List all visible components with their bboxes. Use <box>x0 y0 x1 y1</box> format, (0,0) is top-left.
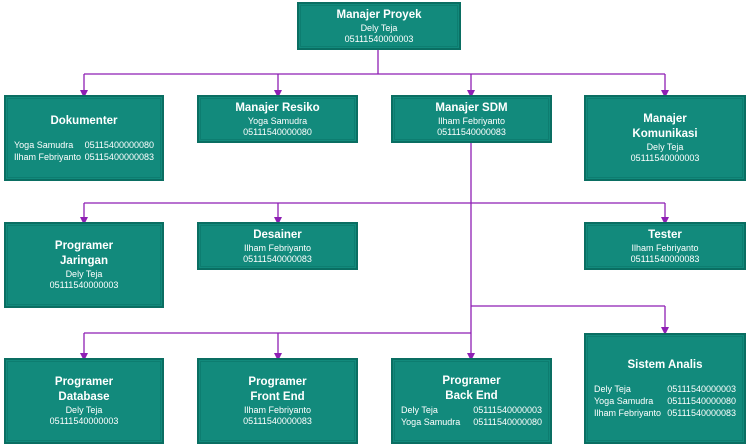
node-programer-jaringan: Programer Jaringan Dely Teja 05111540000… <box>4 222 164 308</box>
node-title: Manajer Resiko <box>235 101 320 114</box>
node-member-name: Ilham Febriyanto <box>243 242 312 253</box>
node-title-line1: Programer <box>54 240 114 252</box>
node-manajer-resiko: Manajer Resiko Yoga Samudra 051115400000… <box>197 95 358 143</box>
node-title: Dokumenter <box>50 114 118 127</box>
node-title: Desainer <box>253 228 302 241</box>
node-tester: Tester Ilham Febriyanto 05111540000083 <box>584 222 746 270</box>
node-manajer-sdm: Manajer SDM Ilham Febriyanto 05111540000… <box>391 95 552 143</box>
node-manajer-komunikasi: Manajer Komunikasi Dely Teja 05111540000… <box>584 95 746 181</box>
node-title-line2: Database <box>58 391 110 403</box>
node-member-name: Dely Teja <box>65 269 103 279</box>
node-programer-back-end: Programer Back End Dely Teja 05111540000… <box>391 358 552 444</box>
member-id: 05111540000003 <box>473 405 542 415</box>
member-id: 05115400000083 <box>84 151 154 162</box>
node-member-id: 05111540000003 <box>49 280 119 290</box>
node-manajer-proyek: Manajer Proyek Dely Teja 05111540000003 <box>297 2 461 50</box>
node-dokumenter: Dokumenter Yoga Samudra 05115400000080 I… <box>4 95 164 181</box>
node-title: Manajer Proyek <box>336 8 422 21</box>
node-title-line2: Komunikasi <box>632 128 698 140</box>
member-row: Dely Teja 05111540000003 <box>397 404 546 416</box>
node-member-name: Dely Teja <box>360 22 398 33</box>
member-id: 05111540000083 <box>667 408 736 418</box>
member-row: Yoga Samudra 05111540000080 <box>397 416 546 428</box>
node-member-id: 05111540000080 <box>243 126 312 137</box>
node-member-name: Ilham Febriyanto <box>437 115 506 126</box>
node-title-line1: Programer <box>54 376 114 388</box>
node-member-id: 05111540000083 <box>630 253 700 264</box>
node-title-line1: Manajer <box>643 113 687 125</box>
member-name: Yoga Samudra <box>594 396 654 406</box>
member-id: 05111540000080 <box>473 417 542 427</box>
node-title-line2: Back End <box>445 390 498 402</box>
node-desainer: Desainer Ilham Febriyanto 05111540000083 <box>197 222 358 270</box>
member-id: 05115400000080 <box>84 139 154 150</box>
node-title: Tester <box>648 228 682 241</box>
member-row: Yoga Samudra 05111540000080 <box>590 395 740 407</box>
member-name: Ilham Febriyanto <box>14 151 82 162</box>
member-id: 05111540000080 <box>667 396 736 406</box>
node-title: Sistem Analis <box>627 359 703 371</box>
member-id: 05111540000003 <box>667 384 736 394</box>
member-name: Yoga Samudra <box>401 417 461 427</box>
node-title: Manajer SDM <box>435 101 508 114</box>
node-title-line1: Programer <box>442 375 501 387</box>
node-member-name: Dely Teja <box>646 142 684 152</box>
node-member-id: 05111540000003 <box>630 153 700 163</box>
node-member-id: 05111540000003 <box>344 33 414 44</box>
member-row: Dely Teja 05111540000003 <box>590 383 740 395</box>
member-name: Dely Teja <box>401 405 438 415</box>
member-name: Ilham Febriyanto <box>594 408 662 418</box>
node-member-name: Yoga Samudra <box>247 115 308 126</box>
node-member-name: Ilham Febriyanto <box>631 242 699 253</box>
node-member-id: 05111540000083 <box>243 416 312 426</box>
member-row: Ilham Febriyanto 05115400000083 <box>10 151 158 163</box>
node-title-line2: Jaringan <box>60 255 108 267</box>
node-title-line2: Front End <box>250 391 305 403</box>
node-programer-front-end: Programer Front End Ilham Febriyanto 051… <box>197 358 358 444</box>
node-member-id: 05111540000003 <box>49 416 119 426</box>
member-row: Yoga Samudra 05115400000080 <box>10 139 158 151</box>
member-row: Ilham Febriyanto 05111540000083 <box>590 407 740 419</box>
member-name: Yoga Samudra <box>14 139 74 150</box>
node-title-line1: Programer <box>248 376 307 388</box>
node-member-name: Ilham Febriyanto <box>243 405 312 415</box>
node-member-id: 05111540000083 <box>437 126 506 137</box>
node-programer-database: Programer Database Dely Teja 05111540000… <box>4 358 164 444</box>
node-sistem-analis: Sistem Analis Dely Teja 05111540000003 Y… <box>584 333 746 444</box>
node-member-id: 05111540000083 <box>243 253 312 264</box>
member-name: Dely Teja <box>594 384 631 394</box>
node-member-name: Dely Teja <box>65 405 103 415</box>
